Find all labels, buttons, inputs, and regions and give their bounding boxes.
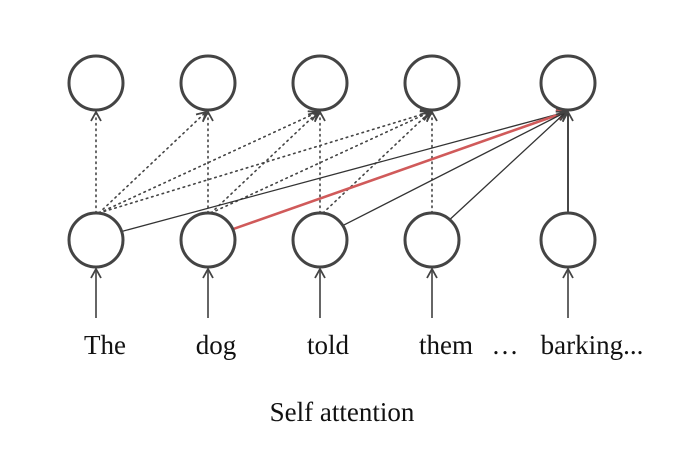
output-node-told [291,54,349,112]
output-node-them [403,54,461,112]
input-node-told [291,211,349,269]
token-label-barking: barking... [541,330,644,360]
token-label-dog: dog [196,330,237,360]
token-label-the: The [84,330,126,360]
edge-dog-to-them [210,110,432,214]
output-node-dog [179,54,237,112]
edge-told-to-barking [342,110,568,227]
edge-the-to-told [98,110,320,214]
input-node-them [403,211,461,269]
edge-them-to-barking [449,110,568,221]
ellipsis-label: … [492,330,519,360]
input-node-dog [179,211,237,269]
input-node-the [67,211,125,269]
input-arrows [90,267,574,318]
token-label-told: told [307,330,350,360]
nodes [67,54,597,269]
edge-the-to-barking [121,108,568,233]
diagram-caption: Self attention [270,397,415,427]
token-label-them: them [419,330,473,360]
attention-edges [90,108,574,233]
token-labels: The dog told them … barking... [84,330,643,360]
edge-the-to-dog [98,110,208,214]
edge-dog-to-told [210,110,320,214]
input-node-barking [539,211,597,269]
edge-dog-to-barking [232,109,568,231]
output-node-the [67,54,125,112]
output-node-barking [539,54,597,112]
